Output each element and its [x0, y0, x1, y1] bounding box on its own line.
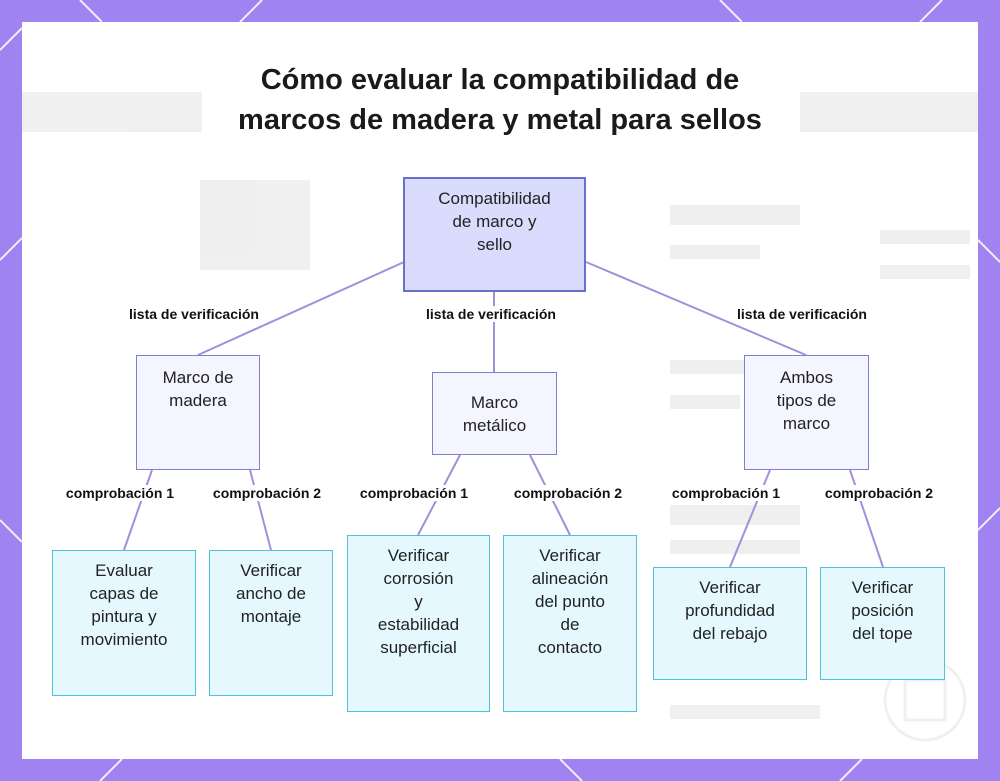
leaf-line: del punto: [535, 592, 605, 611]
leaf-line: movimiento: [80, 630, 168, 649]
leaf-node-rabbet-depth: Verificar profundidad del rebajo: [653, 567, 807, 680]
root-line: sello: [477, 235, 512, 254]
leaf-line: estabilidad: [377, 615, 460, 634]
leaf-node-stop-position: Verificar posición del tope: [820, 567, 945, 680]
leaf-line: de: [560, 615, 580, 634]
title-line-1: Cómo evaluar la compatibilidad de: [260, 64, 740, 96]
leaf-line: ancho de: [236, 584, 306, 603]
edge-label-wood-check2: comprobación 2: [210, 485, 324, 501]
leaf-line: Verificar: [699, 578, 761, 597]
leaf-line: montaje: [240, 607, 302, 626]
leaf-line: Evaluar: [95, 561, 153, 580]
leaf-node-mount-width: Verificar ancho de montaje: [209, 550, 333, 696]
leaf-line: y: [414, 592, 423, 611]
edge-label-metal-check1: comprobación 1: [357, 485, 471, 501]
branch-line: marco: [782, 414, 831, 433]
leaf-line: Verificar: [539, 546, 601, 565]
leaf-line: superficial: [380, 638, 457, 657]
branch-line: Ambos: [780, 368, 833, 387]
leaf-line: contacto: [537, 638, 603, 657]
edge-wood-check2: [249, 469, 272, 551]
edge-wood-check1: [123, 469, 153, 551]
branch-node-both: Ambos tipos de marco: [744, 355, 869, 470]
branch-line: metálico: [462, 415, 527, 435]
root-line: Compatibilidad: [438, 189, 551, 208]
edge-label-wood: lista de verificación: [127, 306, 261, 322]
edge-label-both-check1: comprobación 1: [669, 485, 783, 501]
root-node: Compatibilidad de marco y sello: [403, 177, 586, 292]
leaf-line: Verificar: [240, 561, 302, 580]
leaf-line: corrosión: [383, 569, 454, 588]
edge-label-both-check2: comprobación 2: [822, 485, 936, 501]
branch-node-metal: Marco metálico: [432, 372, 557, 455]
leaf-line: del rebajo: [692, 624, 768, 643]
leaf-node-paint-movement: Evaluar capas de pintura y movimiento: [52, 550, 196, 696]
leaf-line: profundidad: [685, 601, 775, 620]
leaf-line: posición: [851, 601, 914, 620]
branch-line: tipos de: [776, 391, 837, 410]
leaf-node-contact-alignment: Verificar alineación del punto de contac…: [503, 535, 637, 712]
title-line-2: marcos de madera y metal para sellos: [238, 104, 762, 136]
leaf-line: alineación: [531, 569, 609, 588]
edge-root-wood: [197, 261, 405, 356]
leaf-line: del tope: [852, 624, 913, 643]
leaf-line: capas de: [89, 584, 159, 603]
edge-label-wood-check1: comprobación 1: [63, 485, 177, 501]
edge-label-both: lista de verificación: [735, 306, 869, 322]
root-line: de marco y: [452, 212, 537, 231]
edge-label-metal-check2: comprobación 2: [511, 485, 625, 501]
branch-line: madera: [169, 391, 227, 410]
leaf-line: pintura y: [91, 607, 157, 626]
page-title: Cómo evaluar la compatibilidad de marcos…: [0, 60, 1000, 140]
leaf-line: Verificar: [387, 546, 450, 565]
leaf-node-corrosion: Verificar corrosión y estabilidad superf…: [347, 535, 490, 712]
branch-line: Marco de: [162, 368, 234, 387]
edge-label-metal: lista de verificación: [424, 306, 558, 322]
edge-root-both: [585, 261, 807, 356]
branch-line: Marco: [470, 392, 519, 412]
leaf-line: Verificar: [851, 578, 914, 597]
branch-node-wood: Marco de madera: [136, 355, 260, 470]
